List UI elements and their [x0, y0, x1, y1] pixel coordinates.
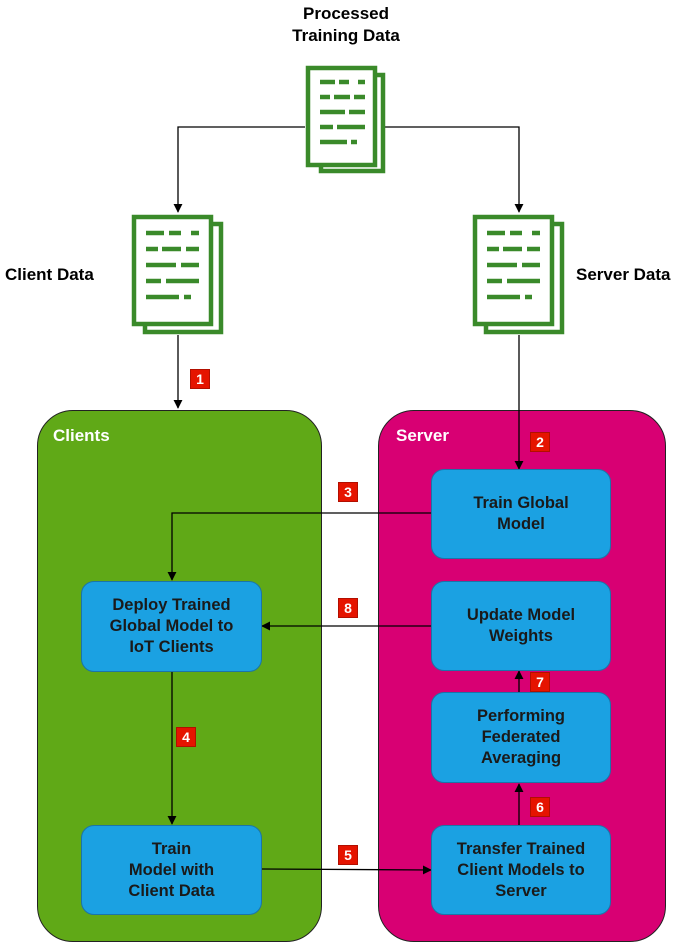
server-data-label: Server Data: [576, 265, 671, 284]
deploy-global-model-box: Deploy Trained Global Model to IoT Clien…: [81, 581, 262, 672]
step-badge-2: 2: [530, 432, 550, 452]
clients-title: Clients: [53, 426, 110, 445]
client-data-label: Client Data: [5, 265, 94, 284]
arrow-5-train-client-to-transfer: [261, 865, 432, 875]
processed-data-label: Processed Training Data: [292, 4, 400, 45]
step-badge-8: 8: [338, 598, 358, 618]
update-model-weights-box: Update Model Weights: [431, 581, 611, 671]
step-badge-5: 5: [338, 845, 358, 865]
step-badge-6: 6: [530, 797, 550, 817]
step-badge-4: 4: [176, 727, 196, 747]
document-icon-server: [472, 214, 565, 335]
step-badge-3: 3: [338, 482, 358, 502]
step-badge-7: 7: [530, 672, 550, 692]
document-icon-client: [131, 214, 224, 335]
server-title: Server: [396, 426, 449, 445]
transfer-client-models-box: Transfer Trained Client Models to Server: [431, 825, 611, 915]
arrow-processed-to-client: [173, 126, 305, 213]
step-badge-1: 1: [190, 369, 210, 389]
train-global-model-box: Train Global Model: [431, 469, 611, 559]
arrow-3-train-global-to-deploy: [167, 512, 432, 581]
train-client-model-box: Train Model with Client Data: [81, 825, 262, 915]
document-icon-processed: [305, 65, 386, 174]
arrow-processed-to-server: [381, 126, 524, 213]
federated-averaging-box: Performing Federated Averaging: [431, 692, 611, 783]
